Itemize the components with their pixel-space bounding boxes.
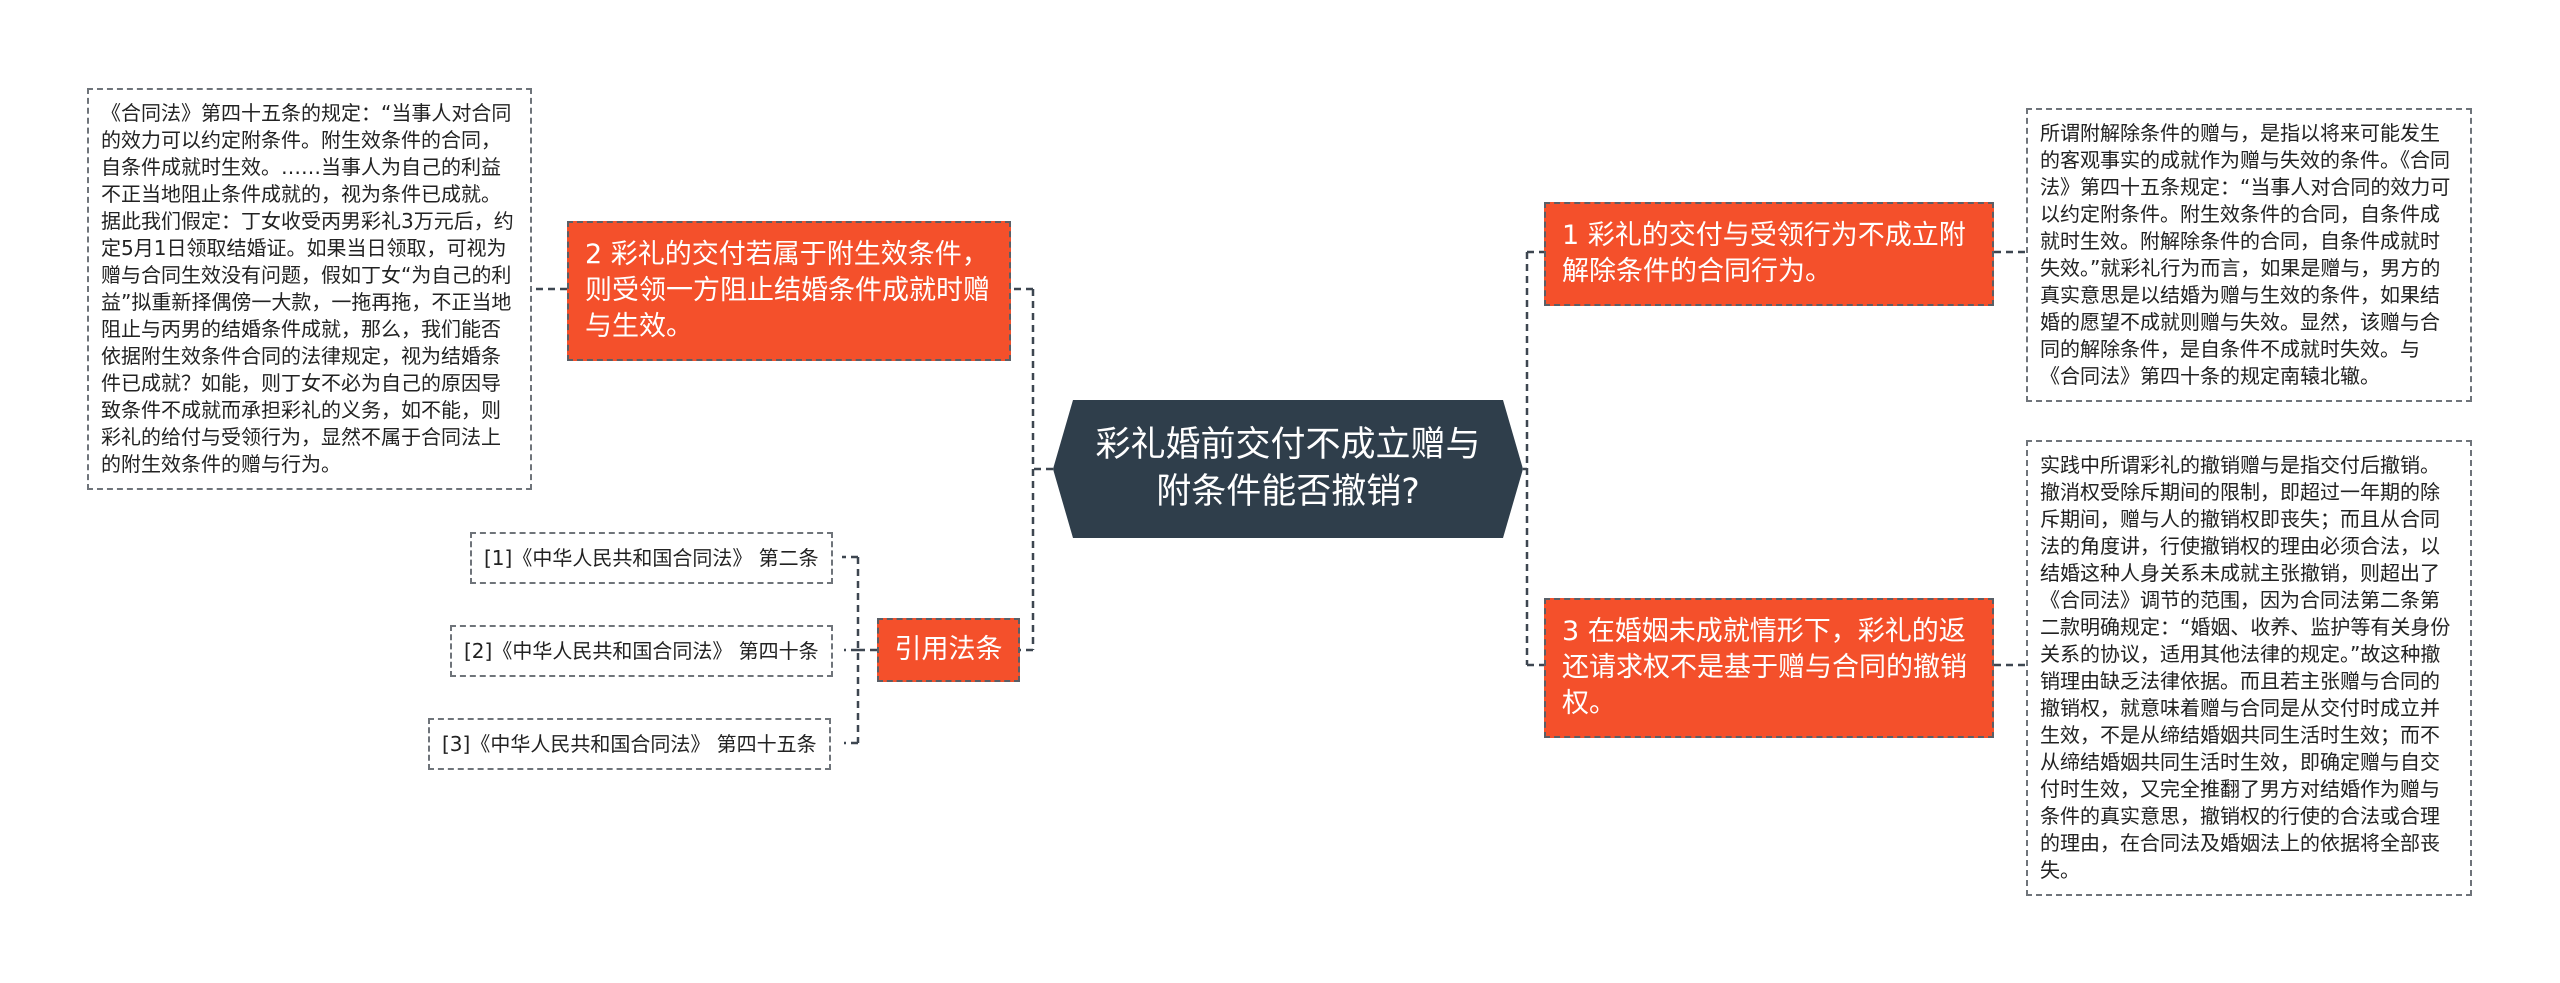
branch-1-topic[interactable]: 1 彩礼的交付与受领行为不成立附解除条件的合同行为。 [1544,202,1994,306]
citations-label: 引用法条 [894,634,1003,665]
root-topic[interactable]: 彩礼婚前交付不成立赠与附条件能否撤销? [1053,400,1523,538]
branch-1-label: 1 彩礼的交付与受领行为不成立附解除条件的合同行为。 [1562,220,1966,287]
branch-2-label: 2 彩礼的交付若属于附生效条件，则受领一方阻止结婚条件成就时赠与生效。 [585,239,990,342]
citations-topic[interactable]: 引用法条 [877,618,1020,682]
citation-item-1[interactable]: [1]《中华人民共和国合同法》 第二条 [470,532,833,584]
citation-item-2-text: [2]《中华人民共和国合同法》 第四十条 [464,639,819,663]
citation-item-2[interactable]: [2]《中华人民共和国合同法》 第四十条 [450,625,833,677]
citation-item-3[interactable]: [3]《中华人民共和国合同法》 第四十五条 [428,718,831,770]
citation-item-1-text: [1]《中华人民共和国合同法》 第二条 [484,546,819,570]
branch-3-note[interactable]: 实践中所谓彩礼的撤销赠与是指交付后撤销。撤消权受除斥期间的限制，即超过一年期的除… [2026,440,2472,896]
branch-2-note-text: 《合同法》第四十五条的规定：“当事人对合同的效力可以约定附条件。附生效条件的合同… [101,101,514,476]
citation-item-3-text: [3]《中华人民共和国合同法》 第四十五条 [442,732,817,756]
branch-1-note-text: 所谓附解除条件的赠与，是指以将来可能发生的客观事实的成就作为赠与失效的条件。《合… [2040,121,2451,388]
branch-3-label: 3 在婚姻未成就情形下，彩礼的返还请求权不是基于赠与合同的撤销权。 [1562,616,1967,719]
branch-3-note-text: 实践中所谓彩礼的撤销赠与是指交付后撤销。撤消权受除斥期间的限制，即超过一年期的除… [2040,453,2451,882]
root-title: 彩礼婚前交付不成立赠与附条件能否撤销? [1095,425,1481,512]
branch-1-note[interactable]: 所谓附解除条件的赠与，是指以将来可能发生的客观事实的成就作为赠与失效的条件。《合… [2026,108,2472,402]
branch-2-note[interactable]: 《合同法》第四十五条的规定：“当事人对合同的效力可以约定附条件。附生效条件的合同… [87,88,532,490]
branch-2-topic[interactable]: 2 彩礼的交付若属于附生效条件，则受领一方阻止结婚条件成就时赠与生效。 [567,221,1011,361]
branch-3-topic[interactable]: 3 在婚姻未成就情形下，彩礼的返还请求权不是基于赠与合同的撤销权。 [1544,598,1994,738]
